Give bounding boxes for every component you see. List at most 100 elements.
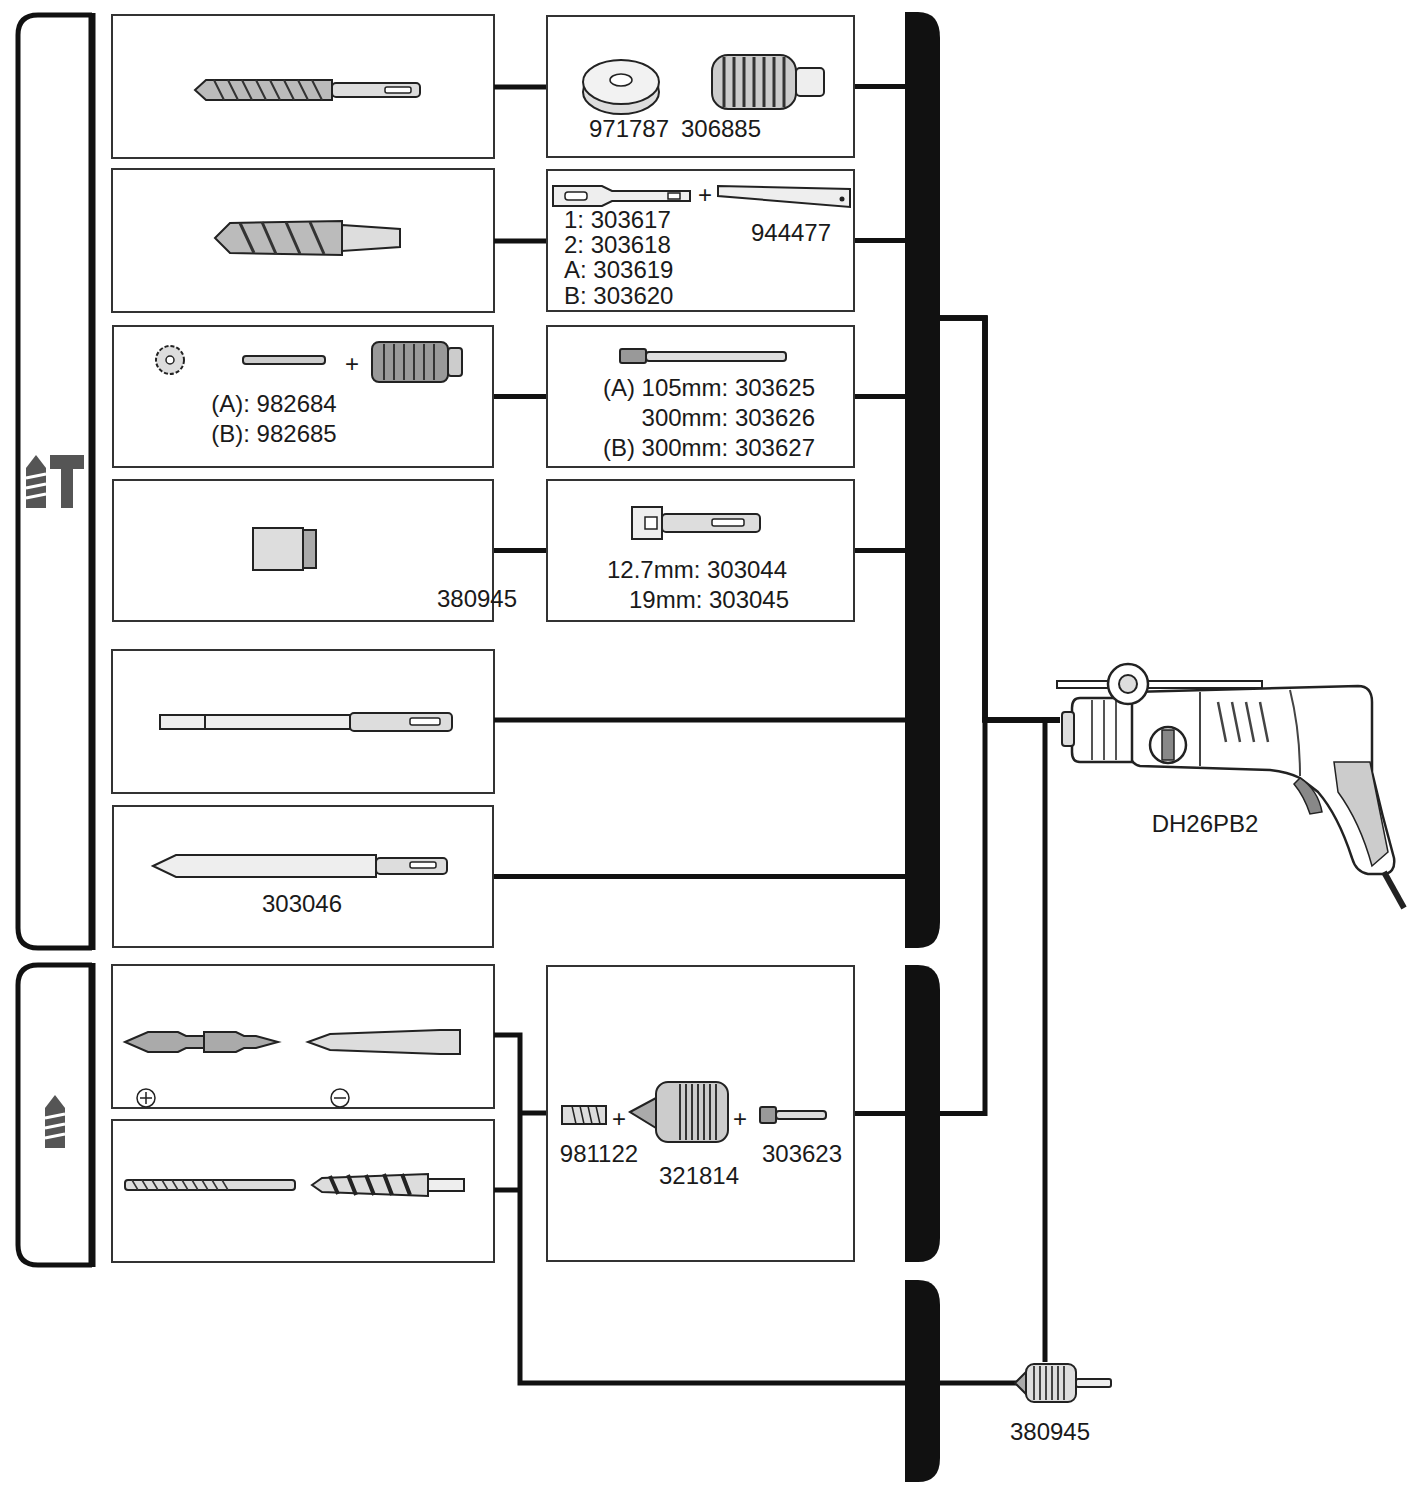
mode-knob-bar bbox=[1162, 730, 1174, 760]
screw-thread bbox=[572, 1106, 600, 1124]
part-number: A: 303619 bbox=[564, 258, 673, 282]
mode-bracket-edge bbox=[89, 963, 96, 1267]
connector-line bbox=[494, 718, 910, 723]
core-adapter-head bbox=[620, 349, 646, 363]
accessory-box: 380945 bbox=[112, 479, 494, 622]
accessory-box: 303046 bbox=[112, 805, 494, 948]
chuck-jaws bbox=[630, 1098, 656, 1128]
power-tool: DH26PB2 bbox=[1060, 655, 1410, 840]
core-bit-ribs bbox=[384, 344, 434, 380]
center-plate-hole bbox=[166, 356, 174, 364]
part-number: (B): 982685 bbox=[211, 422, 336, 446]
connector-line bbox=[494, 239, 546, 244]
adapter-slot bbox=[565, 192, 587, 200]
mode-bracket-edge bbox=[89, 13, 96, 950]
accessory-box bbox=[112, 15, 494, 158]
square-drive bbox=[645, 517, 657, 529]
dust-washer bbox=[583, 60, 659, 104]
square-drive-adapter bbox=[632, 507, 662, 539]
shank-slot bbox=[410, 862, 436, 868]
phillips-symbol bbox=[140, 1092, 152, 1104]
accessory-box: ++981122321814303623 bbox=[546, 965, 855, 1262]
drill-mode-icon bbox=[45, 1095, 65, 1148]
plus-sign: + bbox=[345, 352, 359, 376]
chuck-adapter-shank bbox=[776, 1111, 826, 1119]
part-number: 380945 bbox=[437, 587, 517, 611]
connector-line bbox=[494, 1035, 910, 1383]
part-number: 971787 bbox=[589, 117, 669, 141]
slotted-symbol bbox=[331, 1089, 349, 1107]
bull-point bbox=[153, 855, 376, 877]
part-number: (A) 105mm: 303625 bbox=[603, 376, 815, 400]
side-handle-ring bbox=[1119, 675, 1137, 693]
trigger bbox=[1294, 778, 1322, 814]
connector-line bbox=[1045, 720, 1060, 1362]
accessory-box: (A) 105mm: 303625300mm: 303626(B) 300mm:… bbox=[546, 325, 855, 468]
accessory-box bbox=[112, 650, 494, 793]
plus-sign: + bbox=[612, 1107, 626, 1131]
model-name: DH26PB2 bbox=[1152, 812, 1259, 836]
bus-bar bbox=[905, 12, 940, 948]
phillips-bit bbox=[204, 1032, 278, 1052]
rod-step bbox=[204, 715, 206, 729]
center-pin bbox=[243, 356, 325, 364]
keyless-chuck bbox=[1026, 1364, 1076, 1402]
phillips-bit bbox=[125, 1032, 204, 1052]
part-number: 2: 303618 bbox=[564, 233, 671, 257]
accessory-box: 1: 3036172: 303618A: 303619B: 303620+944… bbox=[546, 169, 855, 312]
center-plate bbox=[156, 346, 184, 374]
auger-spiral bbox=[330, 1174, 410, 1195]
connector-line bbox=[494, 318, 1060, 877]
drill-mode-icon-stripes bbox=[26, 474, 46, 498]
housing-seam bbox=[1200, 690, 1300, 776]
bit-flutes bbox=[214, 80, 322, 100]
accessory-box bbox=[112, 1120, 494, 1262]
part-number: (B) 300mm: 303627 bbox=[603, 436, 815, 460]
chuck-knurl bbox=[680, 1084, 716, 1140]
shank-slot bbox=[410, 718, 440, 725]
drill-mode-icon-stripes bbox=[45, 1114, 65, 1138]
adapter-slot bbox=[668, 193, 680, 199]
connector-line bbox=[494, 394, 546, 399]
accessory-box bbox=[112, 965, 494, 1108]
bit-shank bbox=[332, 83, 420, 97]
connector-line bbox=[935, 1381, 1017, 1386]
part-number: 1: 303617 bbox=[564, 208, 671, 232]
part-number: 981122 bbox=[560, 1142, 638, 1166]
slotted-symbol bbox=[334, 1097, 346, 1099]
wood-auger-bit bbox=[312, 1174, 428, 1196]
chuck-knurl bbox=[1034, 1366, 1064, 1400]
connector-line bbox=[855, 318, 1060, 720]
drill-nose bbox=[1062, 712, 1074, 746]
connector-line bbox=[855, 720, 1060, 1114]
side-handle-ring bbox=[1108, 664, 1148, 704]
drill-mode-icon bbox=[26, 455, 46, 508]
dust-cup bbox=[712, 55, 796, 109]
phillips-symbol bbox=[137, 1089, 155, 1107]
part-number: 321814 bbox=[659, 1164, 739, 1188]
connector-line bbox=[855, 318, 1060, 720]
bus-bar bbox=[905, 1280, 940, 1482]
part-number: 303046 bbox=[262, 892, 342, 916]
drill-body bbox=[1130, 686, 1394, 874]
chuck-adapter bbox=[760, 1107, 776, 1123]
chuck-screw bbox=[562, 1106, 606, 1124]
flat-bit bbox=[308, 1030, 460, 1054]
connector-line bbox=[494, 548, 546, 553]
mode-bracket bbox=[18, 965, 92, 1265]
drill-chuck bbox=[656, 1082, 728, 1142]
depth-gauge-rod bbox=[1057, 681, 1262, 688]
motor-vents bbox=[1218, 702, 1268, 742]
mode-knob bbox=[1150, 727, 1186, 763]
chuck-jaws bbox=[1015, 1372, 1026, 1394]
core-bit-end bbox=[448, 348, 462, 376]
part-number: 12.7mm: 303044 bbox=[607, 558, 787, 582]
taper-adapter bbox=[553, 186, 690, 206]
bit-flutes bbox=[132, 1180, 228, 1190]
core-adapter-rod bbox=[646, 352, 786, 361]
accessory-box: 971787306885 bbox=[546, 15, 855, 158]
part-number: 380945 bbox=[1010, 1420, 1090, 1444]
accessory-box: 12.7mm: 30304419mm: 303045 bbox=[546, 479, 855, 622]
